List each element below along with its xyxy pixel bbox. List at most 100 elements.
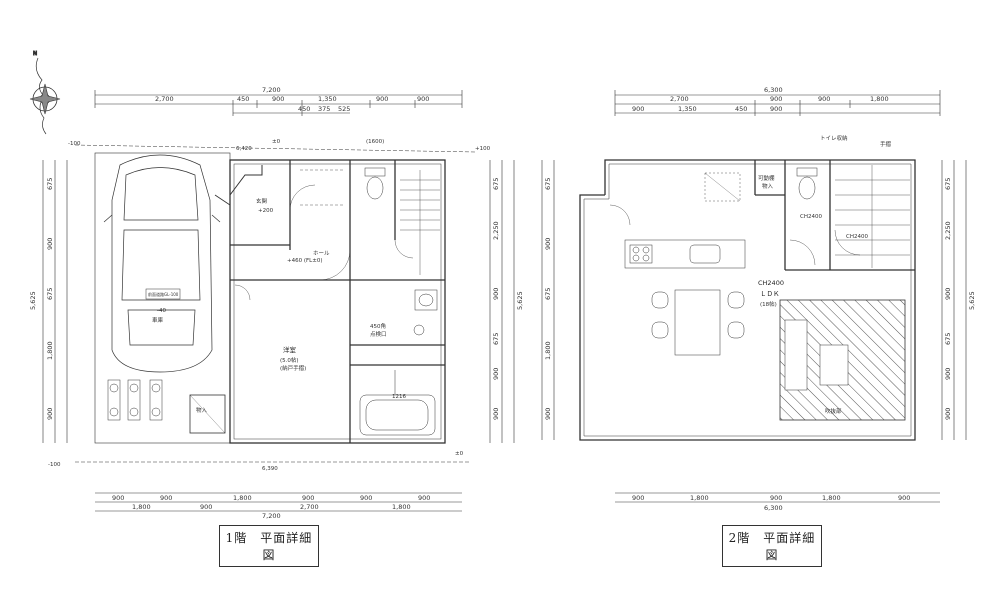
f2-dim-inner-1: 1,350 (678, 105, 697, 113)
f1-bath-size: 1216 (392, 394, 406, 400)
f2-dim-inner-2: 450 (735, 105, 747, 113)
floor1-bottom-dimensions: 900 900 1,800 900 900 900 1,800 900 2,70… (95, 492, 462, 520)
f1-right-2: 900 (492, 288, 500, 300)
f2-dim-inner-0: 900 (632, 105, 644, 113)
f1-bot2-3: 1,800 (392, 503, 411, 511)
f1-bot2-0: 1,800 (132, 503, 151, 511)
floor2-right-dimensions: 675 2,250 900 675 900 900 5,625 (941, 160, 976, 440)
f1-room-note: (5.0帖) (280, 356, 299, 364)
bicycle-icon (107, 379, 163, 421)
f2-right-2: 900 (944, 288, 952, 300)
f2-stairs-ceiling: CH2400 (846, 234, 868, 240)
f1-dim-mid-4: 900 (376, 95, 388, 103)
f2-storage: 物入 (762, 182, 774, 190)
f1-bot1-1: 900 (160, 494, 172, 502)
f1-window-note: (1600) (366, 139, 384, 145)
f1-hall-level: +460 (FL±0) (287, 258, 322, 264)
f1-level-3: -100 (48, 462, 61, 468)
f1-left-1: 900 (46, 238, 54, 250)
f2-ldk-size: (18帖) (760, 300, 777, 308)
f2-left-4: 900 (544, 408, 552, 420)
f2-bot1-2: 900 (770, 494, 782, 502)
f1-dim-mid-1: 450 (237, 95, 249, 103)
f1-dim-mid-2: 900 (272, 95, 284, 103)
f1-bot1-2: 1,800 (233, 494, 252, 502)
f1-bot1-0: 900 (112, 494, 124, 502)
f1-pillar: 450角 (370, 322, 386, 330)
f1-right-total: 5,625 (516, 291, 524, 310)
floor2-bottom-dimensions: 900 1,800 900 1,800 900 6,300 (615, 492, 940, 512)
f2-left-2: 675 (544, 288, 552, 300)
compass-rose-icon: N (29, 51, 61, 135)
f1-left-2: 675 (46, 288, 54, 300)
f1-storage-label: 物入 (196, 406, 208, 414)
f2-left-3: 1,800 (544, 341, 552, 360)
f1-right-3: 675 (492, 333, 500, 345)
f1-right-0: 675 (492, 178, 500, 190)
f1-garage-note: 前面道路GL-100 (148, 291, 179, 297)
f1-bot1-5: 900 (418, 494, 430, 502)
f1-bot1-4: 900 (360, 494, 372, 502)
f1-bathtub-icon (359, 370, 436, 436)
floor1-left-dimensions: 5,625 675 900 675 1,800 900 (29, 160, 68, 443)
f1-inner-total: 6,420 (236, 146, 252, 152)
f1-hall-label: ホール (313, 250, 330, 257)
f2-kitchen-icon (624, 239, 746, 269)
f2-handrail: 手摺 (880, 140, 892, 148)
f1-dim-mid-0: 2,700 (155, 95, 174, 103)
f1-entrance-label: 玄関 (256, 197, 268, 205)
compass-north-label: N (33, 51, 37, 57)
f2-ldk-label: ＬＤＫ (760, 290, 780, 298)
f2-dim-mid-3: 1,800 (870, 95, 889, 103)
f2-dim-inner-3: 900 (770, 105, 782, 113)
f1-level-0: ±0 (272, 139, 281, 145)
f2-right-total: 5,625 (968, 291, 976, 310)
f2-toilet-storage: トイレ収納 (820, 134, 848, 142)
f1-dim-mid-5: 900 (417, 95, 429, 103)
f2-dim-mid-2: 900 (818, 95, 830, 103)
f1-room-note2: (納戸手摺) (280, 364, 306, 372)
f2-toilet-ceiling: CH2400 (800, 214, 822, 220)
f2-bot1-1: 1,800 (690, 494, 709, 502)
f1-left-total: 5,625 (29, 291, 37, 310)
f1-dim-inner-0: 450 (298, 105, 310, 113)
f2-bot-total: 6,300 (764, 504, 783, 512)
floor1-caption: 1階 平面詳細図 (219, 525, 319, 567)
f1-right-4: 900 (492, 368, 500, 380)
f2-bot1-4: 900 (898, 494, 910, 502)
f2-dim-mid-1: 900 (770, 95, 782, 103)
f1-left-3: 1,800 (46, 341, 54, 360)
f2-right-0: 675 (944, 178, 952, 190)
f2-bot1-0: 900 (632, 494, 644, 502)
floor1-walls (229, 159, 446, 444)
floor2-plan: 6,300 2,700 900 900 1,800 900 1,350 450 … (541, 86, 976, 512)
f1-garage-level: -40 (157, 308, 166, 314)
f1-dim-total: 7,200 (262, 86, 281, 94)
f2-bot1-3: 1,800 (822, 494, 841, 502)
f1-dim-inner-1: 375 (318, 105, 330, 113)
f1-level-2: -100 (68, 141, 81, 147)
floor1-top-dimensions: 7,200 2,700 450 900 1,350 900 900 450 37… (94, 86, 463, 116)
f1-bot-total: 7,200 (262, 512, 281, 520)
f1-toilet-icon (364, 167, 386, 200)
f1-dim-mid-3: 1,350 (318, 95, 337, 103)
f1-left-0: 675 (46, 178, 54, 190)
f1-level-4: ±0 (455, 451, 464, 457)
f1-level-1: +100 (475, 146, 491, 152)
f1-right-5: 900 (492, 408, 500, 420)
floor2-left-dimensions: 675 900 675 1,800 900 (541, 160, 555, 440)
f2-dim-mid-0: 2,700 (670, 95, 689, 103)
f2-left-1: 900 (544, 238, 552, 250)
f1-right-1: 2,250 (492, 221, 500, 240)
f1-bot2-1: 900 (200, 503, 212, 511)
f1-room-label: 洋室 (283, 345, 297, 354)
floor2-caption: 2階 平面詳細図 (722, 525, 822, 567)
f2-void-label: 吹抜部 (825, 407, 842, 415)
f1-washbasin-icon (413, 289, 438, 336)
f2-ldk-ceiling: CH2400 (758, 279, 784, 287)
f1-bottom-inner: 6,390 (262, 466, 278, 472)
f2-right-4: 900 (944, 368, 952, 380)
f1-bot2-2: 2,700 (300, 503, 319, 511)
floor1-right-dimensions: 675 2,250 900 675 900 900 5,625 (489, 160, 524, 443)
f2-right-3: 675 (944, 333, 952, 345)
